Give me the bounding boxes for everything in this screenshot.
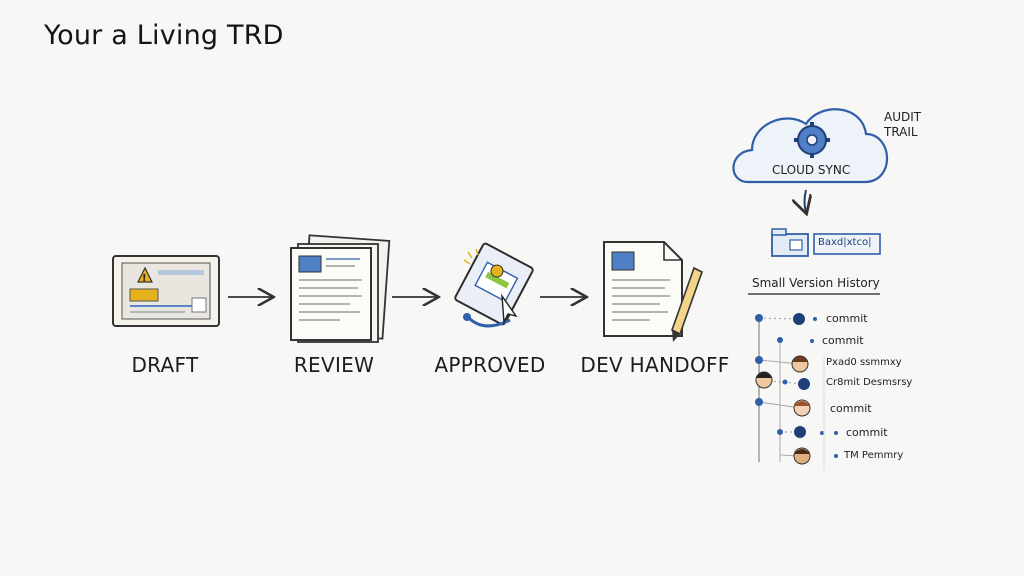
- commit-node: [794, 426, 806, 438]
- stage-label-draft: DRAFT: [131, 353, 199, 377]
- audit-label: AUDIT: [884, 110, 922, 124]
- svg-text:!: !: [142, 273, 147, 284]
- commit-label: commit: [846, 426, 888, 439]
- commit-graph: [755, 313, 838, 465]
- cloud-sync-icon: [732, 108, 889, 184]
- warning-document-icon: !: [112, 255, 220, 327]
- commit-label: TM Pemmry: [844, 450, 904, 461]
- commit-label: commit: [822, 334, 864, 347]
- commit-node: [755, 314, 763, 322]
- cloud-sync-label: CLOUD SYNC: [772, 163, 851, 177]
- page-title: Your a Living TRD: [44, 20, 284, 51]
- gear-icon: [794, 122, 830, 158]
- approved-notepad-icon: [454, 242, 534, 328]
- commit-label: commit: [830, 402, 872, 415]
- history-title: Small Version History: [752, 276, 880, 290]
- trail-label: TRAIL: [884, 125, 918, 139]
- commit-label: Cr8mit Desmsrsy: [826, 377, 913, 388]
- folder-icon: [771, 228, 881, 257]
- document-with-pen-icon: [603, 241, 703, 342]
- commit-label: Pxad0 ssmmxy: [826, 357, 902, 368]
- avatar: [793, 447, 811, 465]
- commit-node: [798, 378, 810, 390]
- sync-arrow: [805, 189, 807, 212]
- avatar: [755, 371, 773, 389]
- avatar: [793, 399, 811, 417]
- commit-node: [793, 313, 805, 325]
- stage-label-review: REVIEW: [293, 353, 375, 377]
- folder-label: Baxd|xtco|: [818, 237, 872, 248]
- stage-label-approved: APPROVED: [434, 353, 546, 377]
- stage-label-dev-handoff: DEV HANDOFF: [580, 353, 730, 377]
- commit-label: commit: [826, 312, 868, 325]
- stacked-documents-icon: [290, 234, 391, 343]
- avatar: [791, 355, 809, 373]
